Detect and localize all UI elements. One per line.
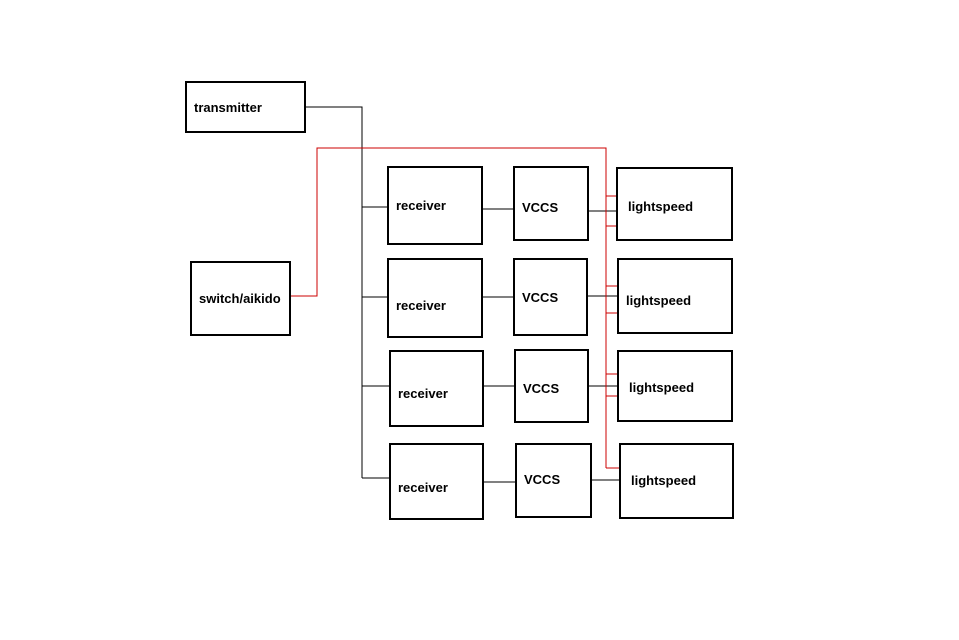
lightspeed-label: lightspeed — [628, 199, 694, 214]
vccs-box-2: VCCS — [513, 258, 588, 336]
vccs-label: VCCS — [522, 290, 559, 305]
receiver-box-3: receiver — [389, 350, 484, 427]
switch-aikido-box: switch/aikido — [190, 261, 291, 336]
lightspeed-label: lightspeed — [631, 473, 697, 488]
receiver-label: receiver — [396, 297, 446, 313]
transmitter-bus-line — [306, 106, 363, 478]
transmitter-label: transmitter — [194, 99, 262, 115]
vccs-label: VCCS — [524, 472, 561, 487]
receiver-box-2: receiver — [387, 258, 483, 338]
switch-aikido-label: switch/aikido — [199, 291, 281, 306]
lightspeed-box-2: lightspeed — [617, 258, 733, 334]
receiver-label: receiver — [398, 480, 448, 495]
vccs-label: VCCS — [523, 381, 560, 396]
switch-control-line — [291, 147, 607, 468]
vccs-box-1: VCCS — [513, 166, 589, 241]
lightspeed-box-4: lightspeed — [619, 443, 734, 519]
receiver-label: receiver — [396, 198, 446, 213]
receiver-label: receiver — [398, 386, 448, 401]
vccs-box-4: VCCS — [515, 443, 592, 518]
transmitter-box: transmitter — [185, 81, 306, 133]
receiver-box-4: receiver — [389, 443, 484, 520]
lightspeed-box-3: lightspeed — [617, 350, 733, 422]
vccs-label: VCCS — [522, 200, 559, 215]
lightspeed-box-1: lightspeed — [616, 167, 733, 241]
lightspeed-label: lightspeed — [629, 380, 695, 395]
receiver-box-1: receiver — [387, 166, 483, 245]
lightspeed-label: lightspeed — [626, 293, 692, 308]
vccs-box-3: VCCS — [514, 349, 589, 423]
